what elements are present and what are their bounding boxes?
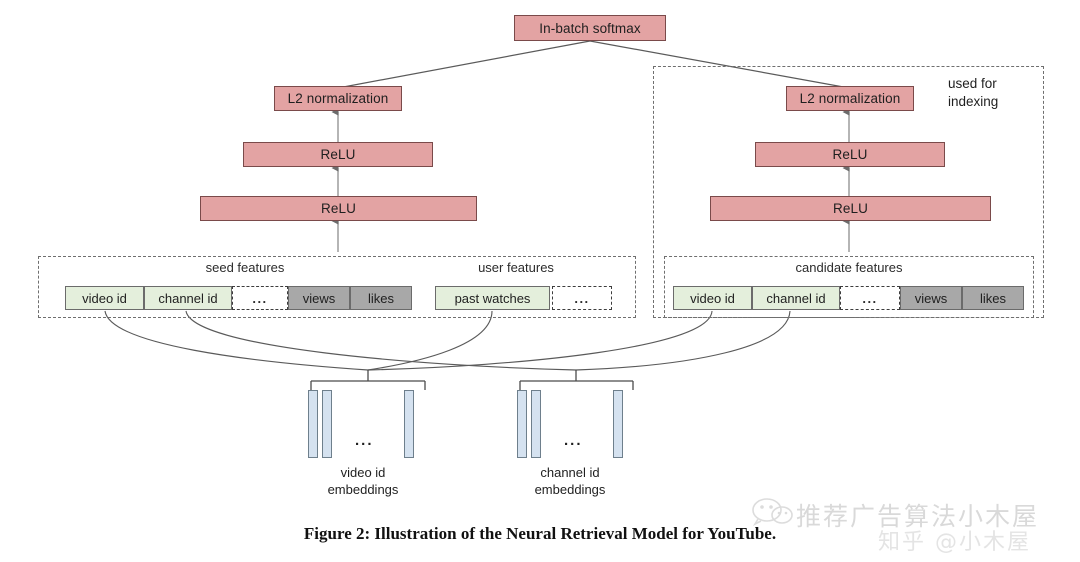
candidate-cell-ellipsis: ...	[840, 286, 900, 310]
user-features-group-label: user features	[478, 260, 554, 275]
seed-cell-views-label: views	[302, 290, 336, 306]
user-cell-past-watches-label: past watches	[454, 290, 531, 306]
right-l2-normalization-box: L2 normalization	[786, 86, 914, 111]
channel-embedding-ellipsis: ...	[564, 432, 583, 449]
in-batch-softmax-label: In-batch softmax	[539, 20, 641, 36]
left-relu-upper-label: ReLU	[320, 147, 356, 162]
seed-cell-channel-id: channel id	[144, 286, 232, 310]
video-embedding-bar-n	[404, 390, 414, 458]
channel-embedding-label: channel id embeddings	[534, 465, 606, 497]
left-relu-lower-label: ReLU	[321, 201, 356, 216]
left-l2-normalization-box: L2 normalization	[274, 86, 402, 111]
left-features-frame	[38, 256, 636, 318]
left-l2-normalization-label: L2 normalization	[287, 91, 389, 106]
candidate-cell-likes: likes	[962, 286, 1024, 310]
right-relu-lower-box: ReLU	[710, 196, 991, 221]
candidate-cell-video-id-label: video id	[690, 290, 735, 306]
candidate-cell-views-label: views	[914, 290, 948, 306]
video-embedding-ellipsis: ...	[355, 432, 374, 449]
seed-features-group-label: seed features	[205, 260, 285, 275]
left-relu-lower-box: ReLU	[200, 196, 477, 221]
right-l2-normalization-label: L2 normalization	[799, 91, 901, 106]
right-relu-lower-label: ReLU	[833, 201, 868, 216]
seed-cell-views: views	[288, 286, 350, 310]
candidate-cell-video-id: video id	[673, 286, 752, 310]
candidate-cell-likes-label: likes	[979, 290, 1006, 306]
video-embedding-label: video id embeddings	[327, 465, 399, 497]
seed-cell-likes: likes	[350, 286, 412, 310]
seed-cell-video-id: video id	[65, 286, 144, 310]
left-relu-upper-box: ReLU	[243, 142, 433, 167]
seed-cell-channel-id-label: channel id	[158, 290, 218, 306]
user-cell-ellipsis-label: ...	[574, 290, 590, 306]
user-cell-ellipsis: ...	[552, 286, 612, 310]
figure-caption: Figure 2: Illustration of the Neural Ret…	[303, 524, 777, 543]
user-cell-past-watches: past watches	[435, 286, 550, 310]
video-embedding-bar-1	[308, 390, 318, 458]
candidate-cell-channel-id-label: channel id	[766, 290, 826, 306]
channel-embedding-bar-1	[517, 390, 527, 458]
candidate-cell-channel-id: channel id	[752, 286, 840, 310]
candidate-cell-ellipsis-label: ...	[862, 290, 878, 306]
seed-cell-ellipsis: ...	[232, 286, 288, 310]
candidate-cell-views: views	[900, 286, 962, 310]
candidate-features-frame	[664, 256, 1034, 318]
video-embedding-bar-2	[322, 390, 332, 458]
channel-embedding-bar-2	[531, 390, 541, 458]
channel-embedding-bar-n	[613, 390, 623, 458]
in-batch-softmax-box: In-batch softmax	[514, 15, 666, 41]
seed-cell-likes-label: likes	[367, 290, 394, 306]
right-relu-upper-label: ReLU	[832, 147, 868, 162]
right-relu-upper-box: ReLU	[755, 142, 945, 167]
seed-cell-video-id-label: video id	[82, 290, 127, 306]
seed-cell-ellipsis-label: ...	[252, 290, 268, 306]
candidate-features-group-label: candidate features	[795, 260, 903, 275]
used-for-indexing-note: used for indexing	[948, 76, 999, 109]
